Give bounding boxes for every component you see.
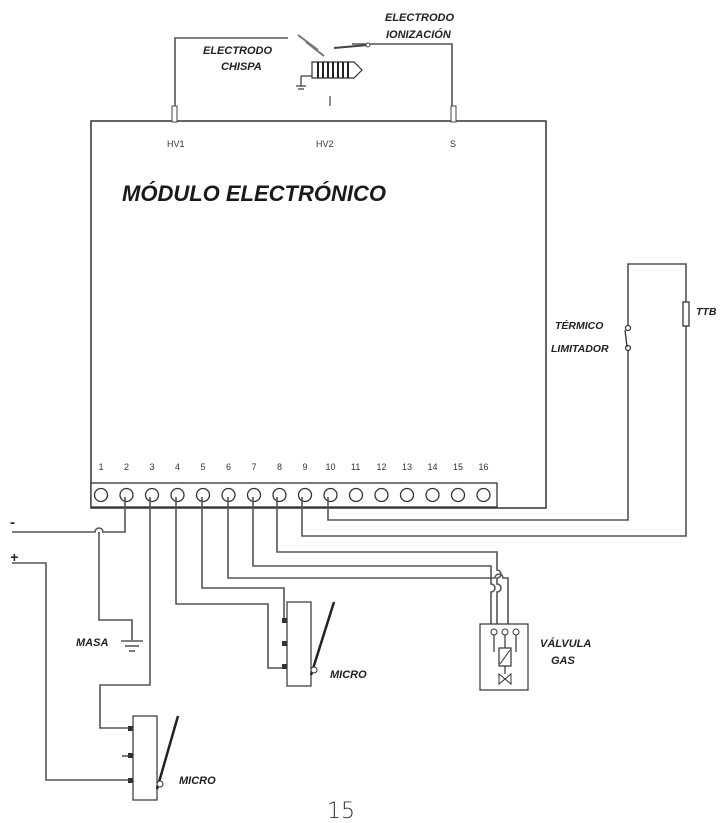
- minus-label: -: [10, 514, 15, 531]
- terminal-3-wire: [99, 497, 151, 729]
- terminal-screw: [93, 487, 109, 503]
- termico-label-1: TÉRMICO: [555, 319, 603, 332]
- terminal-number: 6: [226, 462, 231, 472]
- terminal-number: 9: [303, 462, 308, 472]
- micro-lower-label: MICRO: [179, 775, 216, 787]
- positive-wire: [12, 562, 131, 781]
- terminal-number: 16: [479, 462, 489, 472]
- terminal-screw: [144, 487, 160, 503]
- terminal-screw: [297, 487, 313, 503]
- terminal-number: 15: [453, 462, 463, 472]
- terminal-4-wire: [175, 497, 287, 669]
- micro-switch-lower: [128, 715, 180, 801]
- terminal-screw: [195, 487, 211, 503]
- terminal-screw: [170, 487, 185, 503]
- micro-upper-label: MICRO: [330, 669, 367, 681]
- terminal-screw: [450, 487, 466, 503]
- s-connector: S: [450, 105, 457, 149]
- terminal-screw: [476, 487, 491, 503]
- hv2-label: HV2: [316, 139, 334, 149]
- masa-label: MASA: [76, 637, 108, 649]
- terminal-9-wire: [301, 263, 687, 537]
- terminal-number: 2: [124, 462, 129, 472]
- valvula-label-1: VÁLVULA: [540, 637, 591, 650]
- spark-electrode-symbol: [296, 34, 371, 90]
- external-wiring: [12, 263, 690, 781]
- terminal-number: 4: [175, 462, 180, 472]
- terminal-screw: [272, 487, 287, 503]
- hv1-wire: [174, 37, 288, 106]
- s-label: S: [450, 139, 456, 149]
- terminal-number: 3: [150, 462, 155, 472]
- terminal-number: 5: [201, 462, 206, 472]
- hv2-connector: HV2: [316, 96, 334, 149]
- micro-switch-upper: [282, 601, 336, 687]
- module-title: MÓDULO ELECTRÓNICO: [122, 181, 386, 206]
- ground-wire: [98, 532, 133, 640]
- electrodo-chispa-label-2: CHISPA: [221, 61, 262, 73]
- terminal-screw: [119, 487, 134, 503]
- terminal-screw: [348, 487, 364, 503]
- plus-label: +: [10, 549, 18, 565]
- electrodo-ionizacion-label-2: IONIZACIÓN: [386, 28, 452, 41]
- terminal-screw: [323, 487, 338, 503]
- terminal-number: 8: [277, 462, 282, 472]
- terminal-number: 14: [428, 462, 438, 472]
- valvula-label-2: GAS: [551, 655, 576, 667]
- termico-label-2: LIMITADOR: [551, 343, 609, 355]
- terminal-number: 1: [99, 462, 104, 472]
- terminal-screw: [374, 487, 389, 503]
- terminal-number: 11: [351, 462, 360, 472]
- terminal-screw: [425, 487, 440, 503]
- terminal-6-wire: [227, 497, 509, 625]
- s-wire: [352, 43, 453, 106]
- negative-wire: [12, 497, 126, 533]
- terminal-8-wire: [276, 497, 502, 625]
- page-number: 15: [327, 799, 355, 823]
- terminal-screw: [246, 487, 262, 503]
- electrodo-ionizacion-label-1: ELECTRODO: [385, 12, 455, 24]
- terminal-number: 10: [326, 462, 336, 472]
- terminal-10-wire: [327, 350, 629, 521]
- electrodo-chispa-label-1: ELECTRODO: [203, 45, 273, 57]
- ttb-label: TTB: [696, 306, 717, 318]
- terminal-7-wire: [252, 497, 496, 625]
- terminal-number: 13: [402, 462, 412, 472]
- terminal-number: 12: [377, 462, 387, 472]
- gas-valve: [479, 623, 529, 691]
- hv1-label: HV1: [167, 139, 185, 149]
- terminal-number: 7: [252, 462, 257, 472]
- terminal-screw: [399, 487, 415, 503]
- electronic-module: [90, 120, 547, 509]
